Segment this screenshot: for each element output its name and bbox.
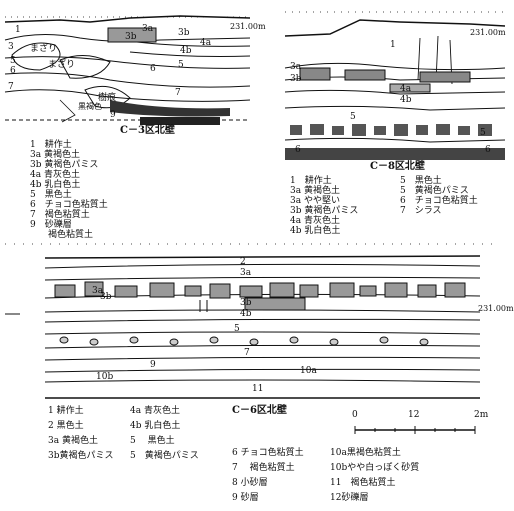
section-c6-drawing (5, 243, 500, 434)
c6-layer: 11 (252, 384, 264, 394)
c3-layer: 5 (10, 56, 16, 66)
c6-layer: 3a (92, 286, 104, 296)
c8-layer: 4a (400, 84, 412, 94)
c6-layer: 10a (300, 366, 317, 376)
c3-layer: 9 (110, 110, 116, 120)
c8-legend-left: 1 耕作土 3a 黄褐色土 3a やや堅い 3b 黄褐色パミス 4a 青灰色土 … (290, 176, 359, 236)
c8-layer: 5 (350, 112, 356, 122)
c6-title: C－6区北壁 (232, 405, 287, 416)
c8-layer: 3b (290, 74, 302, 84)
c6-layer: 4b (240, 309, 252, 319)
c8-layer: 4b (400, 95, 412, 105)
c3-note: 樹痕 (98, 93, 117, 103)
c3-layer: 4a (200, 38, 212, 48)
c3-layer: 6 (10, 66, 16, 76)
c3-layer: 3 (8, 42, 14, 52)
c3-layer: 3b (178, 28, 190, 38)
c6-layer: 5 (234, 324, 240, 334)
c6-layer: 2 (240, 257, 246, 267)
scale-start: 0 (352, 410, 358, 420)
c6-layer: 10b (96, 372, 114, 382)
scale-mid: 12 (408, 410, 420, 420)
c3-title: C－3区北壁 (120, 125, 175, 136)
c3-note: 黒褐色 (78, 102, 102, 111)
c3-layer: 3a (142, 24, 154, 34)
c3-layer: 1 (15, 25, 21, 35)
c3-elevation: 231.00m (230, 22, 266, 31)
c8-layer: 6 (295, 145, 301, 155)
c8-layer: 6 (485, 145, 491, 155)
c6-layer: 9 (150, 360, 156, 370)
c8-elevation: 231.00m (470, 28, 506, 37)
c3-layer: 4b (180, 46, 192, 56)
c8-layer: 1 (390, 40, 396, 50)
c3-note: まざり (30, 44, 58, 54)
c3-note: まざり (48, 60, 76, 70)
c6-elevation: 231.00m (478, 304, 514, 313)
c6-layer: 3b (100, 292, 112, 302)
c3-layer: 3b (125, 32, 137, 42)
c6-legend-col3: 6 チョコ色粘質土 7 褐色粘質土 8 小砂層 9 砂層 (232, 448, 304, 503)
c3-legend: 1 耕作土 3a 黄褐色土 3b 黄褐色パミス 4a 青灰色土 4b 乳白色土 … (30, 140, 108, 240)
section-c8-drawing (284, 11, 506, 160)
c6-layer: 7 (244, 348, 250, 358)
c8-layer: 5 (480, 128, 486, 138)
c8-legend-right: 5 黒色土 5 黄褐色パミス 6 チョコ色粘質土 7 シラス (400, 176, 478, 216)
c8-layer: 3a (290, 62, 302, 72)
c3-layer: 5 (178, 60, 184, 70)
c3-layer: 7 (8, 82, 14, 92)
c6-legend-col2: 4a 青灰色土 4b 乳白色土 5 黒色土 5 黄褐色パミス (130, 406, 199, 461)
c3-layer: 7 (175, 88, 181, 98)
scale-end: 2m (474, 410, 489, 420)
c6-layer: 3a (240, 268, 252, 278)
c8-title: C－8区北壁 (370, 161, 425, 172)
c6-layer: 3b (240, 298, 252, 308)
c3-layer: 6 (150, 64, 156, 74)
section-c3-drawing (4, 15, 251, 125)
c6-legend-col1: 1 耕作土 2 黒色土 3a 黄褐色土 3b黄褐色パミス (48, 406, 114, 461)
c6-legend-col4: 10a黒褐色粘質土 10bやや白っぽく砂質 11 褐色粘質土 12砂礫層 (330, 448, 420, 503)
